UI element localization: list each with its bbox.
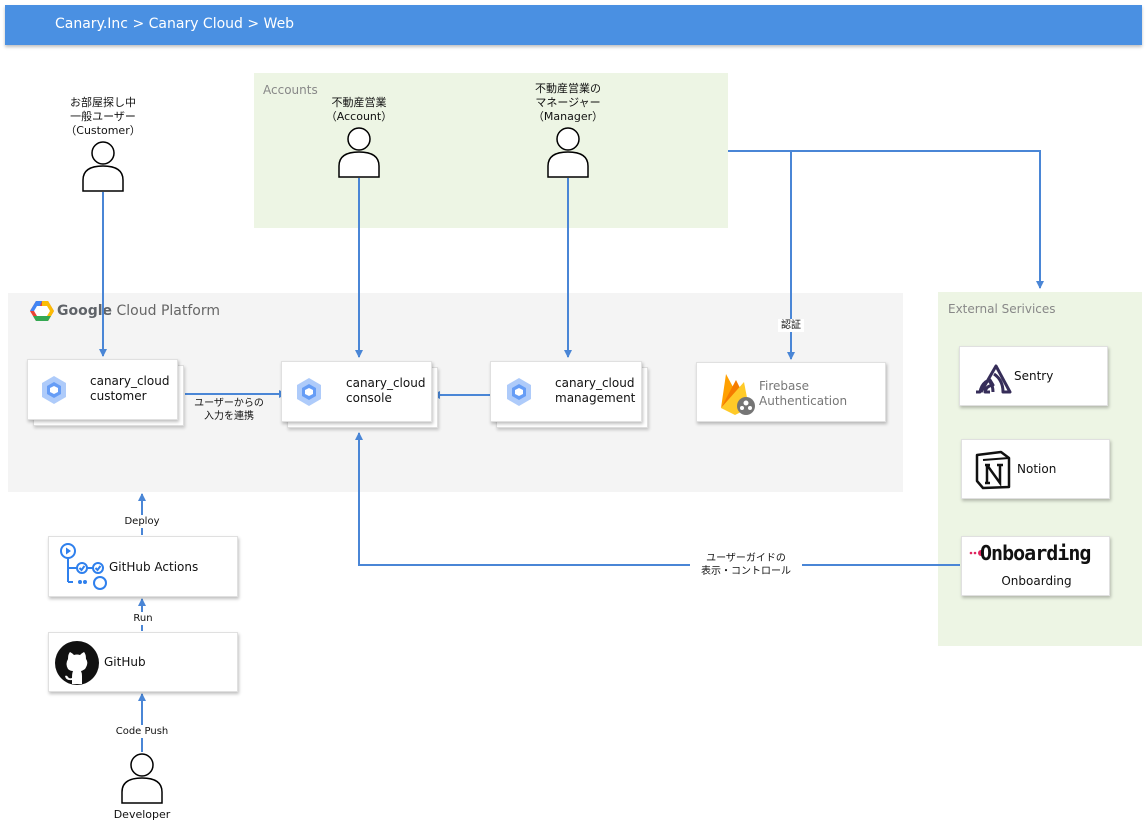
notion-label: Notion: [1017, 462, 1057, 476]
customer-to-console-label: ユーザーからの 入力を連携: [194, 398, 264, 422]
github-actions-icon: [60, 543, 107, 590]
customer-service-card[interactable]: canary_cloud customer: [27, 359, 178, 420]
account-actor-label: 不動産営業 （Account）: [325, 96, 393, 123]
user-guide-label: ユーザーガイドの 表示・コントロール: [690, 552, 802, 578]
sentry-card[interactable]: Sentry: [959, 346, 1108, 406]
onboarding-card[interactable]: Onboarding Onboarding: [961, 536, 1110, 596]
customer-service-subname: customer: [90, 389, 147, 403]
customer-service-name: canary_cloud: [90, 374, 170, 388]
management-service-subname: management: [555, 391, 636, 405]
developer-person-icon: [121, 753, 163, 804]
breadcrumb-header: Canary.Inc > Canary Cloud > Web: [5, 5, 1142, 45]
accounts-to-external-edge: [728, 150, 1044, 289]
gcp-brand: Google: [57, 303, 113, 319]
app-engine-icon: [507, 378, 531, 406]
notion-card[interactable]: Notion: [961, 439, 1110, 499]
github-actions-label: GitHub Actions: [109, 560, 199, 574]
firebase-name: Firebase: [759, 379, 810, 393]
external-services-title: External Serivices: [948, 302, 1056, 316]
console-service-card[interactable]: canary_cloud console: [281, 361, 432, 422]
gcp-zone-title: Google Cloud Platform: [57, 303, 220, 319]
gcp-logo-icon: [30, 301, 54, 321]
management-service-name: canary_cloud: [555, 376, 635, 390]
firebase-icon: [721, 374, 755, 415]
gcp-product: Cloud Platform: [116, 303, 220, 319]
customer-actor-label: お部屋探し中 一般ユーザー （Customer）: [65, 96, 141, 137]
github-label: GitHub: [104, 655, 146, 669]
run-label: Run: [130, 612, 156, 625]
firebase-auth-card[interactable]: Firebase Authentication: [696, 362, 886, 422]
console-service-name: canary_cloud: [346, 376, 426, 390]
developer-actor-label: Developer: [113, 808, 171, 821]
code-push-label: Code Push: [112, 725, 172, 738]
app-engine-icon: [297, 378, 321, 406]
manager-actor-label: 不動産営業の マネージャー （Manager）: [532, 82, 604, 123]
accounts-zone-title: Accounts: [263, 83, 318, 97]
onboarding-logo-icon: [969, 550, 984, 556]
customer-person-icon: [82, 141, 124, 192]
app-engine-icon: [42, 376, 66, 404]
github-card[interactable]: GitHub: [48, 632, 238, 692]
onboarding-label: Onboarding: [1001, 574, 1072, 588]
manager-person-icon: [547, 127, 589, 178]
github-icon: [55, 641, 99, 685]
console-service-subname: console: [346, 391, 392, 405]
management-service-card[interactable]: canary_cloud management: [490, 361, 642, 422]
sentry-label: Sentry: [1014, 369, 1054, 383]
accounts-zone: [254, 73, 728, 228]
auth-label: 認証: [778, 319, 804, 332]
notion-icon: [975, 450, 1011, 490]
breadcrumb: Canary.Inc > Canary Cloud > Web: [55, 16, 295, 32]
deploy-label: Deploy: [121, 515, 163, 528]
onboarding-logo-text: Onboarding: [980, 541, 1091, 565]
github-actions-card[interactable]: GitHub Actions: [48, 536, 238, 597]
account-person-icon: [338, 127, 380, 178]
firebase-subname: Authentication: [759, 394, 848, 408]
sentry-icon: [976, 364, 1012, 394]
onboarding-to-console-edge: [355, 432, 960, 566]
